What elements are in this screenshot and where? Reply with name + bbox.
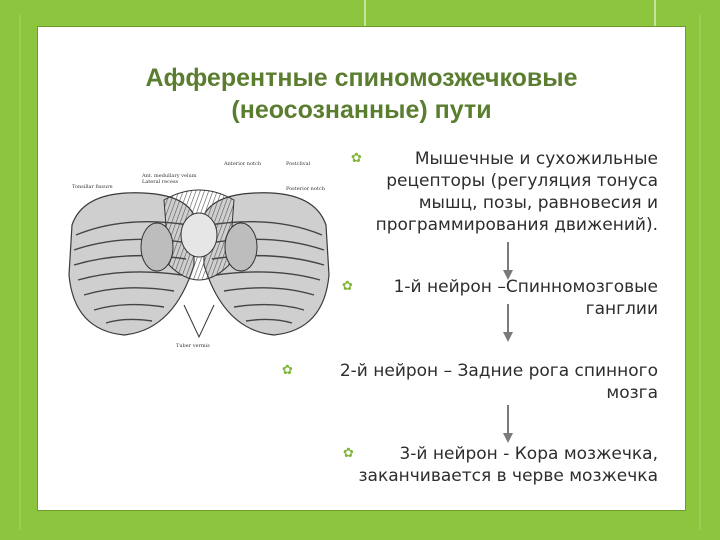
bullet-line: ганглии — [585, 299, 658, 319]
bullet-line: рецепторы (регуляция тонуса — [386, 171, 658, 191]
label-tonsillar-fissure: Tonsillar fissure — [72, 184, 113, 190]
bullet-line: мышц, позы, равновесия и — [418, 193, 658, 213]
bullet-marker-icon: ✿ — [282, 363, 293, 378]
arrow-down-icon — [503, 304, 513, 342]
label-lateral-recess: Lateral recess — [142, 179, 179, 185]
title-line-2: (неосознанные) пути — [231, 96, 492, 124]
bullet-line: мозга — [606, 383, 658, 403]
label-anterior-notch: Anterior notch — [223, 161, 262, 167]
label-postclival: Postclival — [286, 161, 311, 167]
arrow-down-icon — [503, 242, 513, 280]
slide-title: Афферентные спиномозжечковые (неосознанн… — [37, 62, 686, 126]
bullet-marker-icon: ✿ — [342, 279, 353, 294]
bullet-line: 2-й нейрон – Задние рога спинного — [339, 361, 658, 381]
bullet-line: программирования движений). — [375, 215, 658, 235]
label-ant-velum: Ant. medullary velum — [141, 173, 197, 179]
bullet-second-neuron: 2-й нейрон – Задние рога спинного мозга — [340, 360, 658, 404]
bullet-line: заканчивается в черве мозжечка — [358, 466, 659, 486]
bullet-line: Мышечные и сухожильные — [414, 149, 658, 169]
bullet-marker-icon: ✿ — [343, 446, 354, 461]
cerebellum-illustration: Ant. medullary velum Lateral recess Tons… — [68, 161, 330, 349]
bullet-line: 1-й нейрон –Спинномозговые — [393, 277, 658, 297]
bullet-receptors: Мышечные и сухожильные рецепторы (регуля… — [376, 148, 658, 236]
bullet-third-neuron: 3-й нейрон - Кора мозжечка, заканчиваетс… — [359, 443, 659, 487]
arrow-down-icon — [503, 405, 513, 443]
bullet-marker-icon: ✿ — [351, 151, 362, 166]
bullet-line: 3-й нейрон - Кора мозжечка, — [399, 444, 658, 464]
label-tuber-vermis: Tuber vermis — [176, 343, 210, 349]
bullet-first-neuron: 1-й нейрон –Спинномозговые ганглии — [394, 276, 658, 320]
title-line-1: Афферентные спиномозжечковые — [145, 64, 578, 92]
label-posterior-notch: Posterior notch — [286, 186, 326, 192]
